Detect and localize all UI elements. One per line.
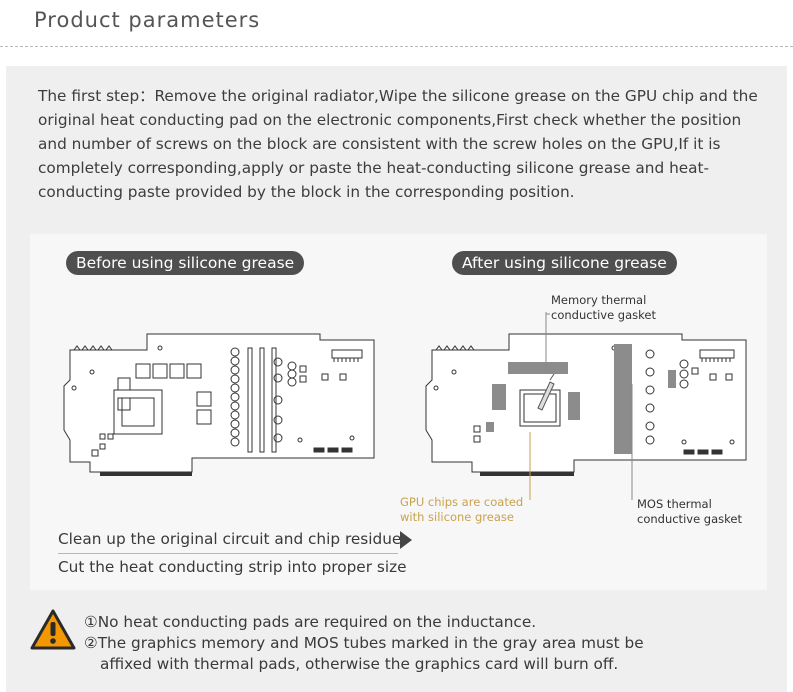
section-header: Product parameters (0, 0, 793, 47)
note-2-line2: affixed with thermal pads, otherwise the… (100, 655, 619, 673)
gpu-callout-line2: with silicone grease (400, 510, 514, 524)
warning-notes: ①No heat conducting pads are required on… (84, 612, 774, 675)
memory-callout-line2: conductive gasket (551, 308, 656, 322)
memory-callout-line1: Memory thermal (551, 293, 647, 307)
callout-lines (529, 312, 633, 500)
note-1: ①No heat conducting pads are required on… (84, 613, 537, 631)
memory-pad-callout: Memory thermal conductive gasket (551, 293, 656, 323)
step-clean-circuit: Clean up the original circuit and chip r… (58, 530, 402, 548)
gpu-grease-callout: GPU chips are coated with silicone greas… (400, 495, 523, 525)
mos-pad-callout: MOS thermal conductive gasket (637, 497, 742, 527)
before-label: Before using silicone grease (66, 251, 305, 275)
intro-paragraph: The first step：Remove the original radia… (38, 87, 758, 201)
mos-callout-line2: conductive gasket (637, 512, 742, 526)
board-before-diagram (63, 333, 375, 476)
after-label: After using silicone grease (452, 251, 677, 275)
section-title: Product parameters (34, 8, 261, 32)
mos-callout-line1: MOS thermal (637, 497, 712, 511)
warning-triangle-icon (30, 609, 76, 650)
gpu-callout-line1: GPU chips are coated (400, 495, 524, 509)
step-cut-strip: Cut the heat conducting strip into prope… (58, 558, 407, 576)
note-2-line1: ②The graphics memory and MOS tubes marke… (84, 634, 644, 652)
arrow-right-icon (400, 531, 412, 549)
divider (58, 553, 398, 554)
board-after-diagram (425, 333, 747, 476)
thermal-pads (486, 344, 676, 454)
